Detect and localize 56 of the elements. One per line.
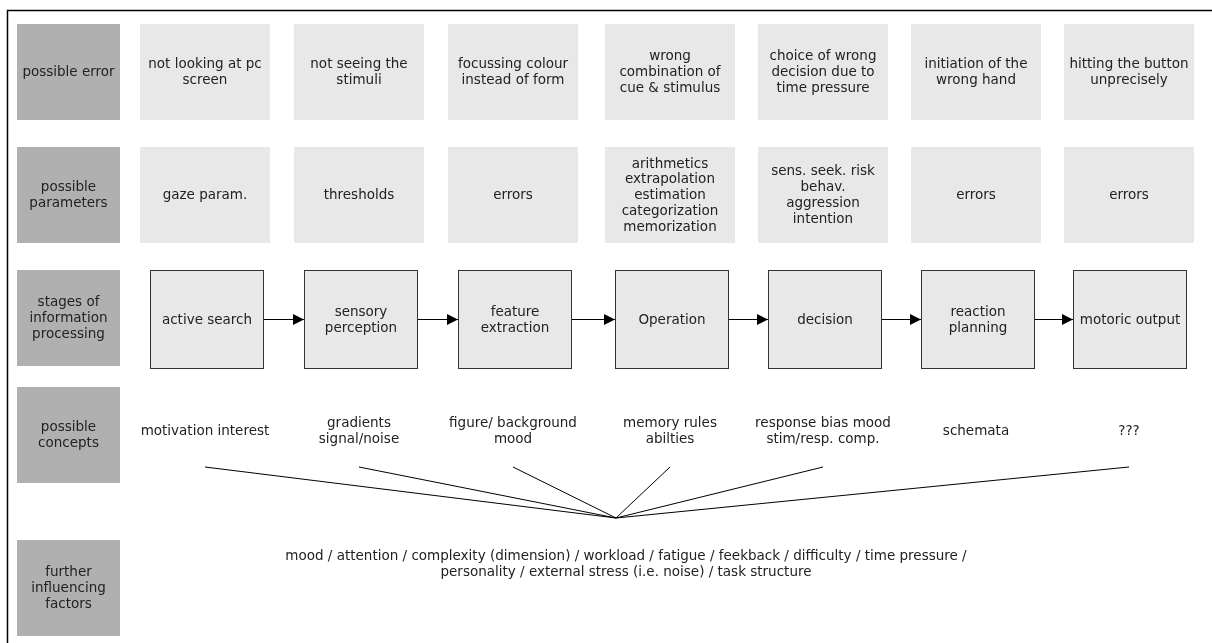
connector-line	[512, 466, 617, 519]
concept-text: schemata	[941, 423, 1011, 439]
box-label: errors	[492, 187, 534, 203]
arrow	[263, 314, 305, 325]
box-label: initiation of the wrong hand	[923, 56, 1029, 88]
box-label: thresholds	[322, 187, 396, 203]
row-header	[17, 387, 120, 483]
arrow	[417, 314, 459, 325]
concept-text: memory rules abilties	[622, 415, 718, 447]
process-box	[921, 270, 1035, 369]
box-label: gaze param.	[161, 187, 249, 203]
box-label: hitting the button unprecisely	[1068, 56, 1190, 88]
row-header	[17, 147, 120, 243]
concept-text: motivation interest	[139, 423, 271, 439]
row-header	[17, 24, 120, 120]
arrow	[881, 314, 922, 325]
row-header	[17, 270, 120, 366]
box-label: active search	[160, 311, 254, 328]
factors-text: mood / attention / complexity (dimension) / workload / fatigue / feekback / difficulty / time pressure / personality / external stress (i.e. noise) / task structure	[284, 548, 968, 580]
concept-text: response bias mood stim/resp. comp.	[754, 415, 892, 447]
box-label: reaction planning	[947, 303, 1009, 336]
row-header	[17, 540, 120, 636]
box-label: sens. seek. risk behav. aggression intention	[770, 163, 876, 227]
box-label: feature extraction	[479, 303, 551, 336]
arrow	[1034, 314, 1074, 325]
concept-text: figure/ background mood	[448, 415, 578, 447]
arrow	[728, 314, 769, 325]
box-label: errors	[955, 187, 997, 203]
connector-line	[615, 466, 1130, 519]
box-label: decision	[796, 311, 854, 328]
box-label: choice of wrong decision due to time pressure	[768, 48, 878, 96]
box-label: motoric output	[1078, 311, 1182, 328]
concept-text: ???	[1117, 423, 1141, 439]
process-box	[150, 270, 264, 369]
box-label: focussing colour instead of form	[457, 56, 569, 88]
box-label: sensory perception	[323, 303, 399, 336]
box-label: arithmetics extrapolation estimation categorization memorization	[620, 155, 720, 235]
connector-line	[358, 466, 617, 519]
box-label: errors	[1108, 187, 1150, 203]
process-box	[768, 270, 882, 369]
process-box	[458, 270, 572, 369]
box-label: wrong combination of cue & stimulus	[618, 48, 722, 96]
process-box	[615, 270, 729, 369]
box-label: possible parameters	[28, 179, 109, 211]
process-box	[1073, 270, 1187, 369]
process-box	[304, 270, 418, 369]
box-label: possible error	[21, 64, 116, 80]
box-label: Operation	[637, 311, 707, 328]
connector-line	[615, 466, 671, 519]
box-label: stages of information processing	[28, 294, 109, 342]
arrow	[571, 314, 616, 325]
box-label: not seeing the stimuli	[309, 56, 409, 88]
concept-text: gradients signal/noise	[317, 415, 401, 447]
box-label: possible concepts	[37, 419, 100, 451]
box-label: further influencing factors	[30, 564, 107, 612]
box-label: not looking at pc screen	[147, 56, 263, 88]
